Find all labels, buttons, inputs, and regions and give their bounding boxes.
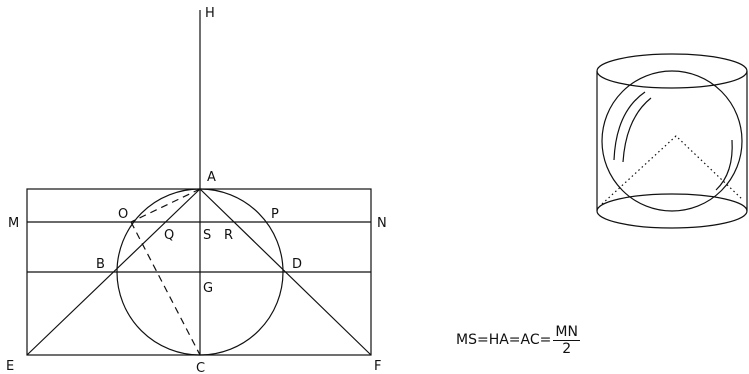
formula-numerator: MN	[553, 323, 580, 341]
dotted-cone-outline	[601, 135, 744, 205]
sphere-highlight-arc-3	[715, 139, 733, 191]
line-A-F	[199, 188, 372, 356]
label-H: H	[205, 6, 215, 21]
inscribed-sphere	[601, 70, 743, 212]
formula-lhs: MS=HA=AC=	[456, 332, 552, 348]
formula-denominator: 2	[562, 340, 572, 357]
dashed-line-O-C	[130, 221, 201, 356]
label-O: O	[118, 207, 128, 222]
label-D: D	[292, 257, 302, 272]
label-G: G	[203, 281, 213, 296]
label-B: B	[96, 257, 105, 272]
label-M: M	[8, 216, 19, 231]
sphere-highlight-arc-2	[622, 97, 652, 163]
sphere-highlight-arc-1	[613, 91, 646, 161]
label-S: S	[203, 228, 211, 243]
dashed-line-A-O	[130, 188, 201, 223]
sphere-in-cylinder-figure	[596, 53, 748, 229]
label-E: E	[6, 359, 14, 374]
line-A-E	[26, 188, 201, 356]
label-P: P	[271, 207, 279, 222]
construction-diagram: H A M N O P Q S R B D G E C F	[6, 6, 387, 374]
label-Q: Q	[164, 228, 174, 243]
label-F: F	[374, 359, 381, 374]
label-C: C	[196, 361, 205, 374]
label-N: N	[377, 216, 387, 231]
formula-fraction: MN 2	[553, 324, 580, 357]
label-R: R	[224, 228, 233, 243]
label-A: A	[207, 170, 216, 185]
formula: MS=HA=AC= MN 2	[456, 320, 580, 360]
